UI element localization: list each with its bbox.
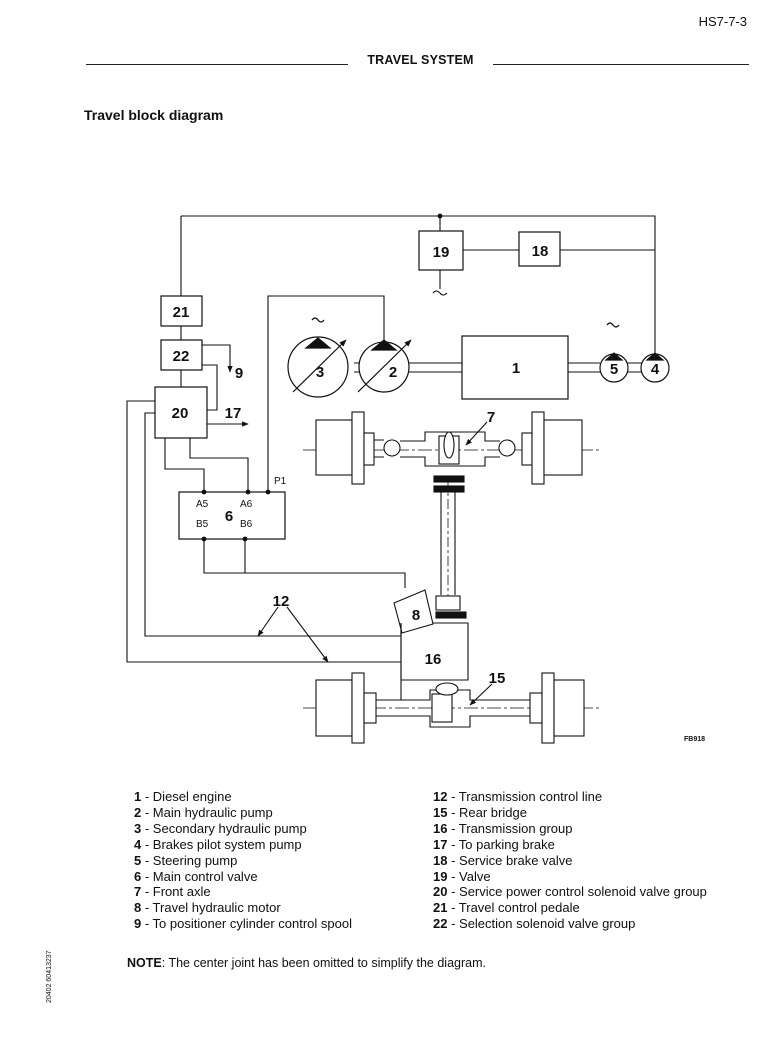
note: NOTE: The center joint has been omitted … [127,956,486,970]
pump-2 [357,339,412,393]
transmission-group [393,589,469,700]
rear-axle [315,672,585,744]
block-1-engine [461,335,569,400]
port-a6: A6 [240,499,253,510]
legend-item: 19 - Valve [433,868,491,884]
pump-3 [287,317,349,398]
legend-item: 22 - Selection solenoid valve group [433,916,636,932]
legend-item: 9 - To positioner cylinder control spool [134,916,352,932]
front-axle [315,411,583,493]
label-15: 15 [489,670,506,687]
header-rule-left [86,64,348,65]
label-2: 2 [389,364,397,381]
legend-item: 5 - Steering pump [134,852,238,868]
port-a5: A5 [196,499,209,510]
note-label: NOTE [127,956,162,970]
label-18: 18 [532,243,549,260]
label-20: 20 [172,405,189,422]
label-22: 22 [173,348,190,365]
legend-item: 21 - Travel control pedale [433,900,580,916]
port-b5: B5 [196,519,209,530]
label-21: 21 [173,304,190,321]
legend-item: 7 - Front axle [134,884,211,900]
note-text: : The center joint has been omitted to s… [161,956,486,970]
section-title: Travel block diagram [84,107,224,123]
legend-left: 1 - Diesel engine 2 - Main hydraulic pum… [134,789,352,932]
label-5: 5 [610,361,618,378]
pump-5 [599,322,629,383]
label-3: 3 [316,364,324,381]
label-1: 1 [512,360,520,377]
port-b6: B6 [240,519,253,530]
page-number: HS7-7-3 [698,14,747,29]
label-7: 7 [487,409,495,426]
block-22 [160,339,203,371]
label-17: 17 [225,405,242,422]
top-pilot-line [181,215,656,355]
label-12: 12 [273,593,290,610]
side-code: 20402 60413237 [46,950,53,1003]
block-21 [160,295,203,327]
pump-4 [640,352,670,383]
header-title: TRAVEL SYSTEM [367,53,474,67]
legend-item: 15 - Rear bridge [433,804,527,820]
legend-item: 6 - Main control valve [134,868,258,884]
legend-item: 8 - Travel hydraulic motor [134,900,281,916]
legend-item: 12 - Transmission control line [433,789,603,804]
label-4: 4 [651,361,660,378]
legend-item: 20 - Service power control solenoid valv… [433,884,707,900]
block-18 [518,231,561,267]
legend-item: 1 - Diesel engine [134,789,232,804]
block-6 [178,491,286,540]
legend-item: 3 - Secondary hydraulic pump [134,820,307,836]
label-8: 8 [412,607,420,624]
label-16: 16 [425,651,442,668]
legend-right: 12 - Transmission control line 15 - Rear… [433,789,707,932]
label-9: 9 [235,365,243,382]
figure-code: FB918 [684,736,705,743]
block-19 [418,230,464,271]
label-6: 6 [225,508,233,525]
legend-item: 16 - Transmission group [433,820,573,836]
legend-item: 17 - To parking brake [433,836,555,852]
legend-item: 2 - Main hydraulic pump [134,804,273,820]
port-p1: P1 [274,476,287,487]
label-19: 19 [433,244,450,261]
header-rule-right [493,64,749,65]
legend-item: 18 - Service brake valve [433,852,573,868]
legend-item: 4 - Brakes pilot system pump [134,836,302,852]
block-20 [154,386,208,439]
